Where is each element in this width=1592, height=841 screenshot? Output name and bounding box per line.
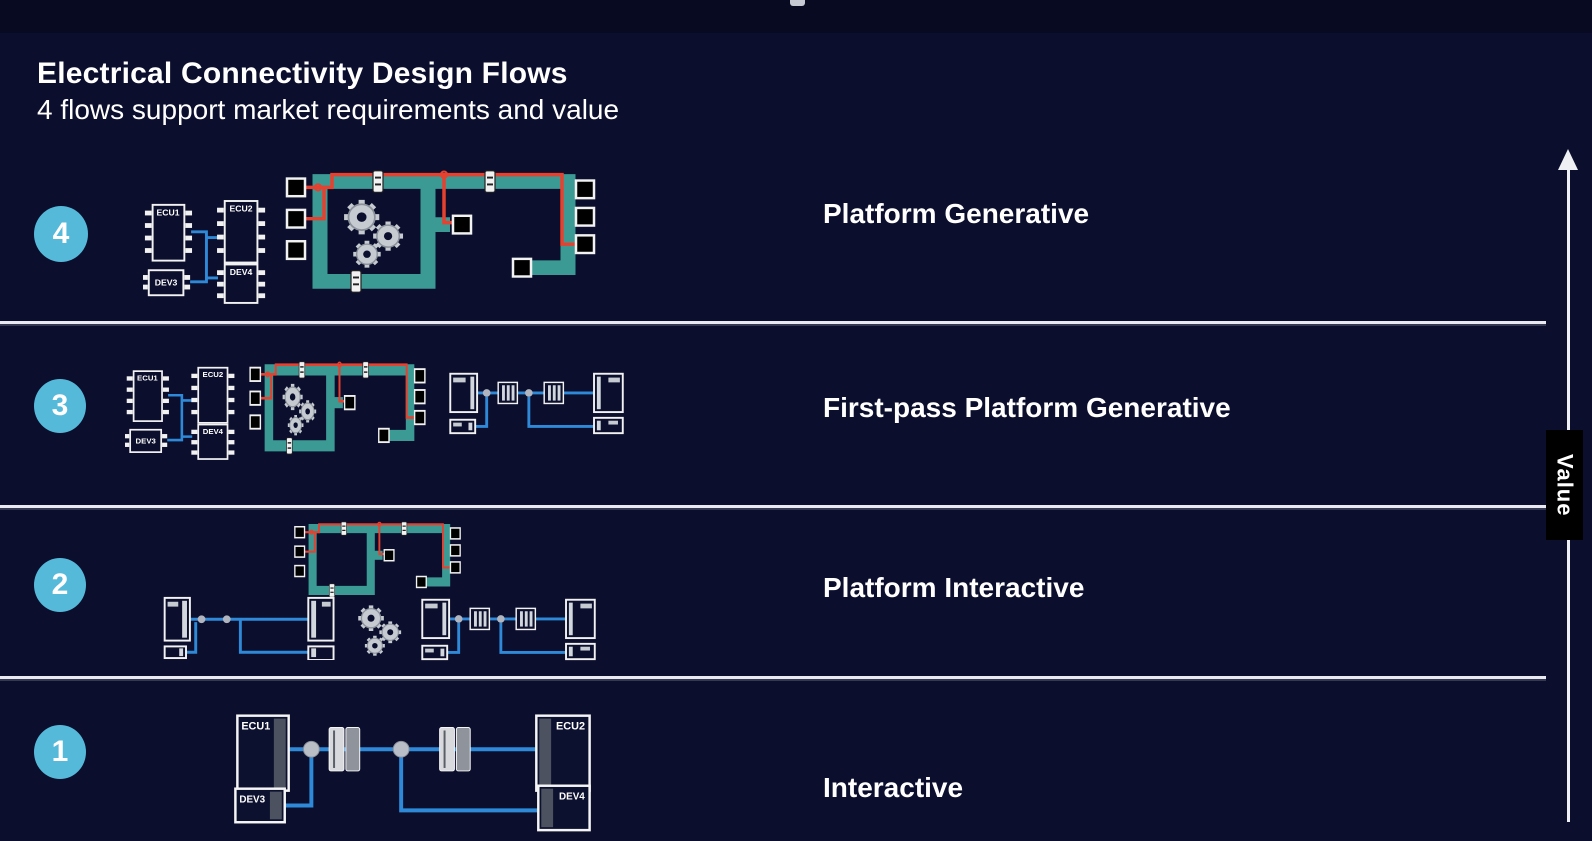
svg-text:ECU1: ECU1 [156, 207, 179, 217]
svg-text:DEV4: DEV4 [559, 792, 585, 803]
ecu1-chip: ECU1 [144, 203, 193, 262]
ecu1-box: ECU1 [236, 714, 290, 792]
row-label: Interactive [823, 772, 964, 803]
page-title: Electrical Connectivity Design Flows [37, 57, 568, 90]
row-divider [0, 505, 1546, 508]
dev3-box: DEV3 [234, 787, 286, 824]
harness-diagram [245, 352, 430, 460]
schematic-diagram: ECU1 ECU2 DEV3 [125, 366, 235, 460]
dev4-chip: DEV4 [191, 423, 235, 460]
harness-diagram [278, 158, 603, 300]
svg-text:DEV3: DEV3 [136, 437, 157, 446]
svg-text:ECU1: ECU1 [137, 374, 158, 383]
flow-row-2: 2 Platform Interactive [0, 508, 1592, 676]
value-axis-arrowhead-icon [1558, 149, 1578, 170]
schematic-diagram: ECU1 ECU2 DEV3 [143, 200, 266, 304]
header: Electrical Connectivity Design Flows 4 f… [37, 56, 619, 127]
junction-dot [302, 740, 320, 758]
svg-text:ECU2: ECU2 [203, 370, 224, 379]
svg-text:DEV4: DEV4 [203, 427, 224, 436]
ecu2-chip: ECU2 [217, 200, 266, 264]
step-badge: 2 [34, 558, 86, 612]
dev3-chip: DEV3 [143, 269, 191, 297]
svg-text:ECU2: ECU2 [230, 204, 253, 214]
row-label: Platform Generative [823, 198, 1090, 229]
step-badge: 4 [34, 206, 88, 262]
flow-row-1: 1 ECU1 DEV3 [0, 679, 1592, 841]
page-subtitle: 4 flows support market requirements and … [37, 94, 620, 125]
gears-icon [348, 598, 412, 664]
svg-text:ECU1: ECU1 [241, 720, 270, 732]
step-badge: 1 [34, 725, 86, 779]
row-label: Platform Interactive [823, 572, 1085, 603]
gears-icon [283, 384, 317, 436]
row-divider [0, 676, 1546, 679]
step-badge: 3 [34, 379, 86, 433]
row-label: First-pass Platform Generative [823, 392, 1231, 423]
inline-connector [328, 727, 361, 772]
svg-text:DEV3: DEV3 [239, 795, 265, 806]
ecu2-box: ECU2 [535, 714, 591, 792]
value-axis-label: Value [1546, 430, 1583, 540]
wiring-diagram [448, 368, 626, 437]
ecu1-chip: ECU1 [126, 370, 169, 422]
dev3-chip: DEV3 [125, 428, 168, 453]
svg-text:ECU2: ECU2 [556, 720, 585, 732]
dev4-chip: DEV4 [217, 263, 266, 304]
junction-dot [392, 740, 410, 758]
svg-text:DEV4: DEV4 [230, 267, 253, 277]
row-divider [0, 321, 1546, 324]
inline-connector [439, 727, 471, 772]
dev4-box: DEV4 [537, 784, 591, 832]
svg-text:DEV3: DEV3 [155, 278, 178, 288]
harness-diagram [290, 514, 465, 602]
wiring-diagram: ECU1 DEV3 ECU2 [234, 714, 591, 832]
flow-row-4: 4 ECU1 ECU2 [0, 140, 1592, 322]
flow-row-3: 3 ECU1 ECU2 [0, 324, 1592, 505]
top-tick [790, 0, 805, 6]
gears-icon [344, 200, 403, 268]
wiring-diagram [420, 594, 598, 663]
wiring-diagram [160, 594, 345, 660]
ecu2-chip: ECU2 [191, 366, 235, 424]
